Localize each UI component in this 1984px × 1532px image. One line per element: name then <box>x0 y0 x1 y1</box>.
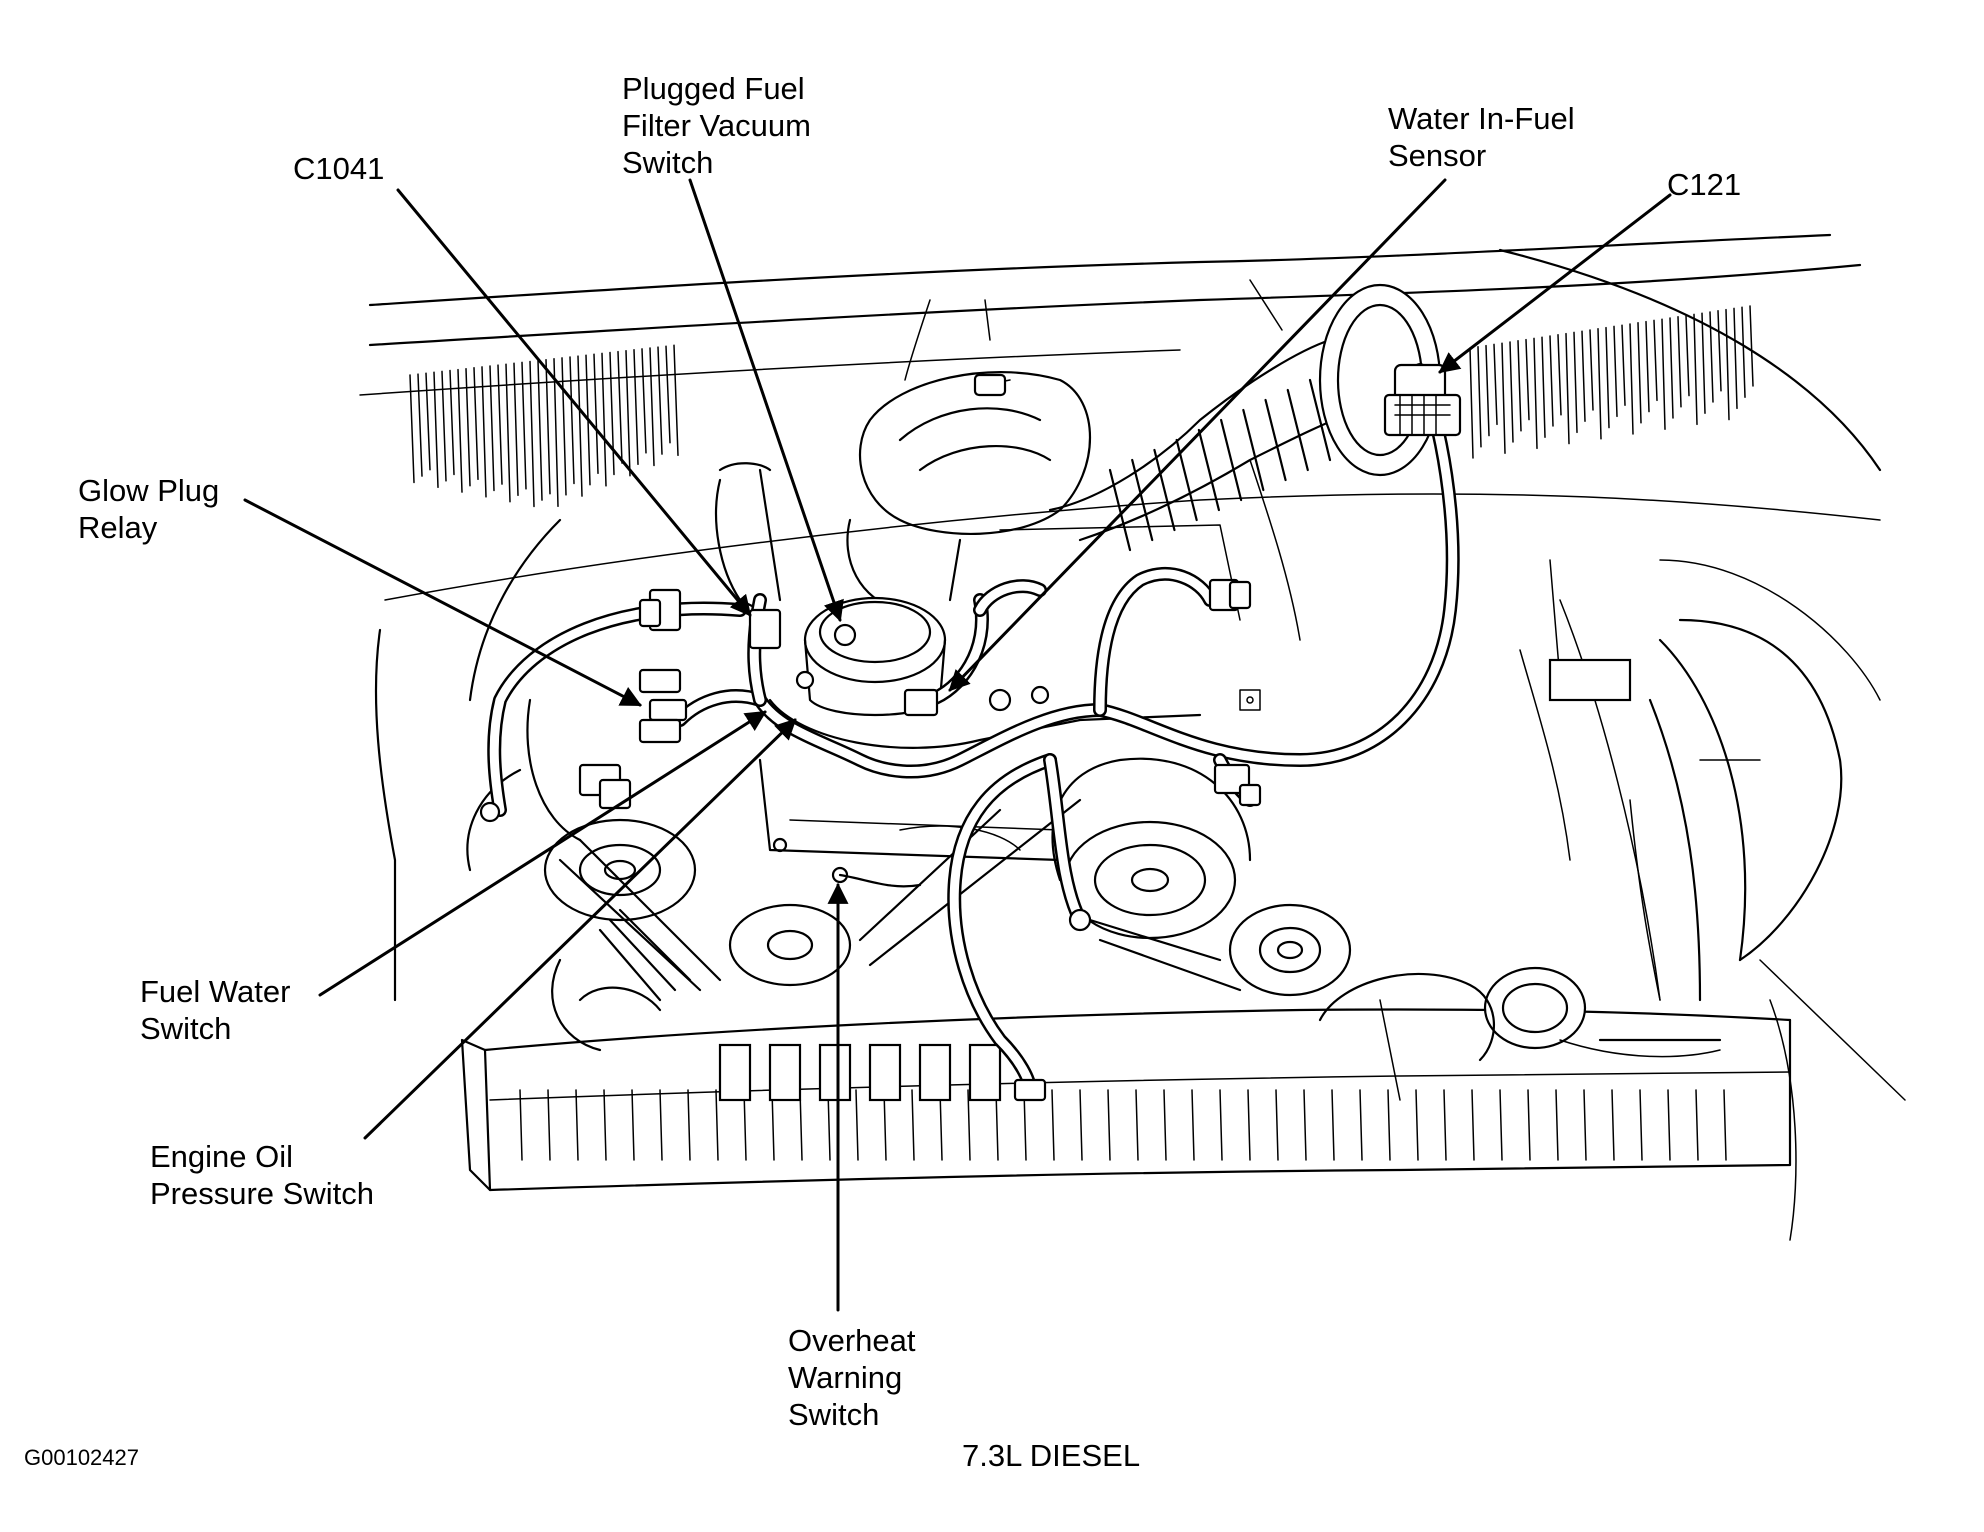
leader-c1041 <box>396 188 752 617</box>
callout-glow-plug-relay: Glow Plug Relay <box>78 473 220 545</box>
callout-fuel-water-switch: Fuel Water Switch <box>140 974 291 1046</box>
leader-arrow-icon <box>243 178 1672 1312</box>
leader-engine-oil <box>363 718 797 1140</box>
figure-id: G00102427 <box>24 1445 139 1470</box>
leader-c121 <box>1438 193 1672 374</box>
callout-water-in-fuel-sensor: Water In-Fuel Sensor <box>1388 101 1575 173</box>
leader-water-in-fuel <box>948 178 1447 692</box>
fuel-filter-housing <box>758 459 1301 862</box>
fender-lines <box>374 493 1906 1241</box>
callout-c1041: C1041 <box>293 151 385 186</box>
radiator-shroud <box>460 1008 1792 1192</box>
leader-glow-plug <box>243 498 642 707</box>
air-intake <box>714 283 1442 612</box>
cowl-louvers-right <box>1469 305 1754 459</box>
connectors <box>479 363 1462 1102</box>
wiring-harness <box>487 363 1460 1097</box>
callout-overheat-warning-switch: Overheat Warning Switch <box>788 1323 916 1432</box>
cowl-louvers-left <box>409 344 679 508</box>
leader-fuel-water <box>318 710 767 997</box>
callout-c121: C121 <box>1667 167 1742 202</box>
accessory-drive <box>466 649 1722 1101</box>
callout-plugged-fuel-filter-vacuum-switch: Plugged Fuel Filter Vacuum Switch <box>622 71 811 180</box>
leader-plugged-filter <box>688 178 844 622</box>
diagram-caption: 7.3L DIESEL <box>962 1438 1141 1473</box>
callout-engine-oil-pressure-switch: Engine Oil Pressure Switch <box>150 1139 374 1211</box>
